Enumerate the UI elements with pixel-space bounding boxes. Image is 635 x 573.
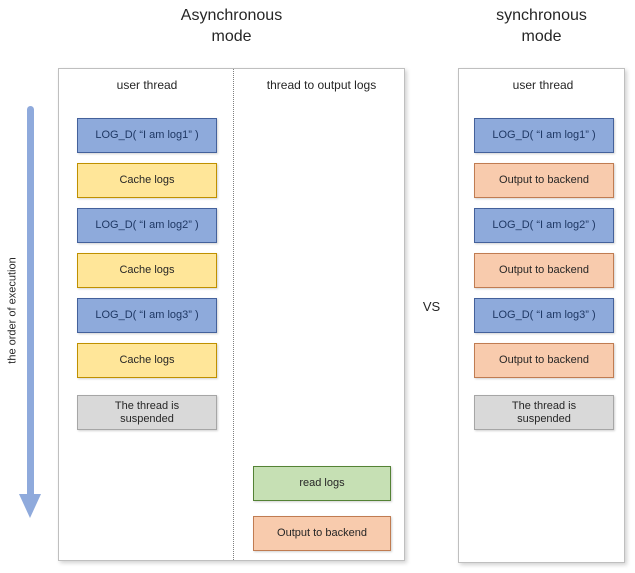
async-log3-box: LOG_D( “I am log3” ): [77, 298, 217, 333]
async-read-logs-box: read logs: [253, 466, 391, 501]
async-log2-box: LOG_D( “I am log2” ): [77, 208, 217, 243]
async-cache2-box: Cache logs: [77, 253, 217, 288]
async-cache1-box: Cache logs: [77, 163, 217, 198]
sync-log1-box: LOG_D( “I am log1” ): [474, 118, 614, 153]
execution-order-arrow-shaft: [27, 106, 34, 496]
async-cache3-box: Cache logs: [77, 343, 217, 378]
async-mode-panel: user thread thread to output logs LOG_D(…: [58, 68, 405, 561]
sync-output3-box: Output to backend: [474, 343, 614, 378]
sync-output1-box: Output to backend: [474, 163, 614, 198]
sync-user-thread-header: user thread: [512, 78, 574, 92]
async-output-backend-box: Output to backend: [253, 516, 391, 551]
thread-divider-dotted-line: [233, 69, 234, 560]
async-suspended-box: The thread is suspended: [77, 395, 217, 430]
vs-label: VS: [422, 299, 441, 314]
sync-mode-title: synchronous mode: [496, 7, 587, 45]
async-mode-title: Asynchronous mode: [180, 7, 283, 45]
sync-mode-panel: user thread LOG_D( “I am log1” ) Output …: [458, 68, 625, 563]
async-output-thread-header: thread to output logs: [266, 78, 377, 92]
async-user-thread-header: user thread: [116, 78, 178, 92]
async-log1-box: LOG_D( “I am log1” ): [77, 118, 217, 153]
execution-order-label: the order of execution: [6, 257, 19, 364]
sync-log2-box: LOG_D( “I am log2” ): [474, 208, 614, 243]
sync-log3-box: LOG_D( “I am log3” ): [474, 298, 614, 333]
arrow-down-icon: [19, 494, 41, 518]
sync-output2-box: Output to backend: [474, 253, 614, 288]
sync-suspended-box: The thread is suspended: [474, 395, 614, 430]
